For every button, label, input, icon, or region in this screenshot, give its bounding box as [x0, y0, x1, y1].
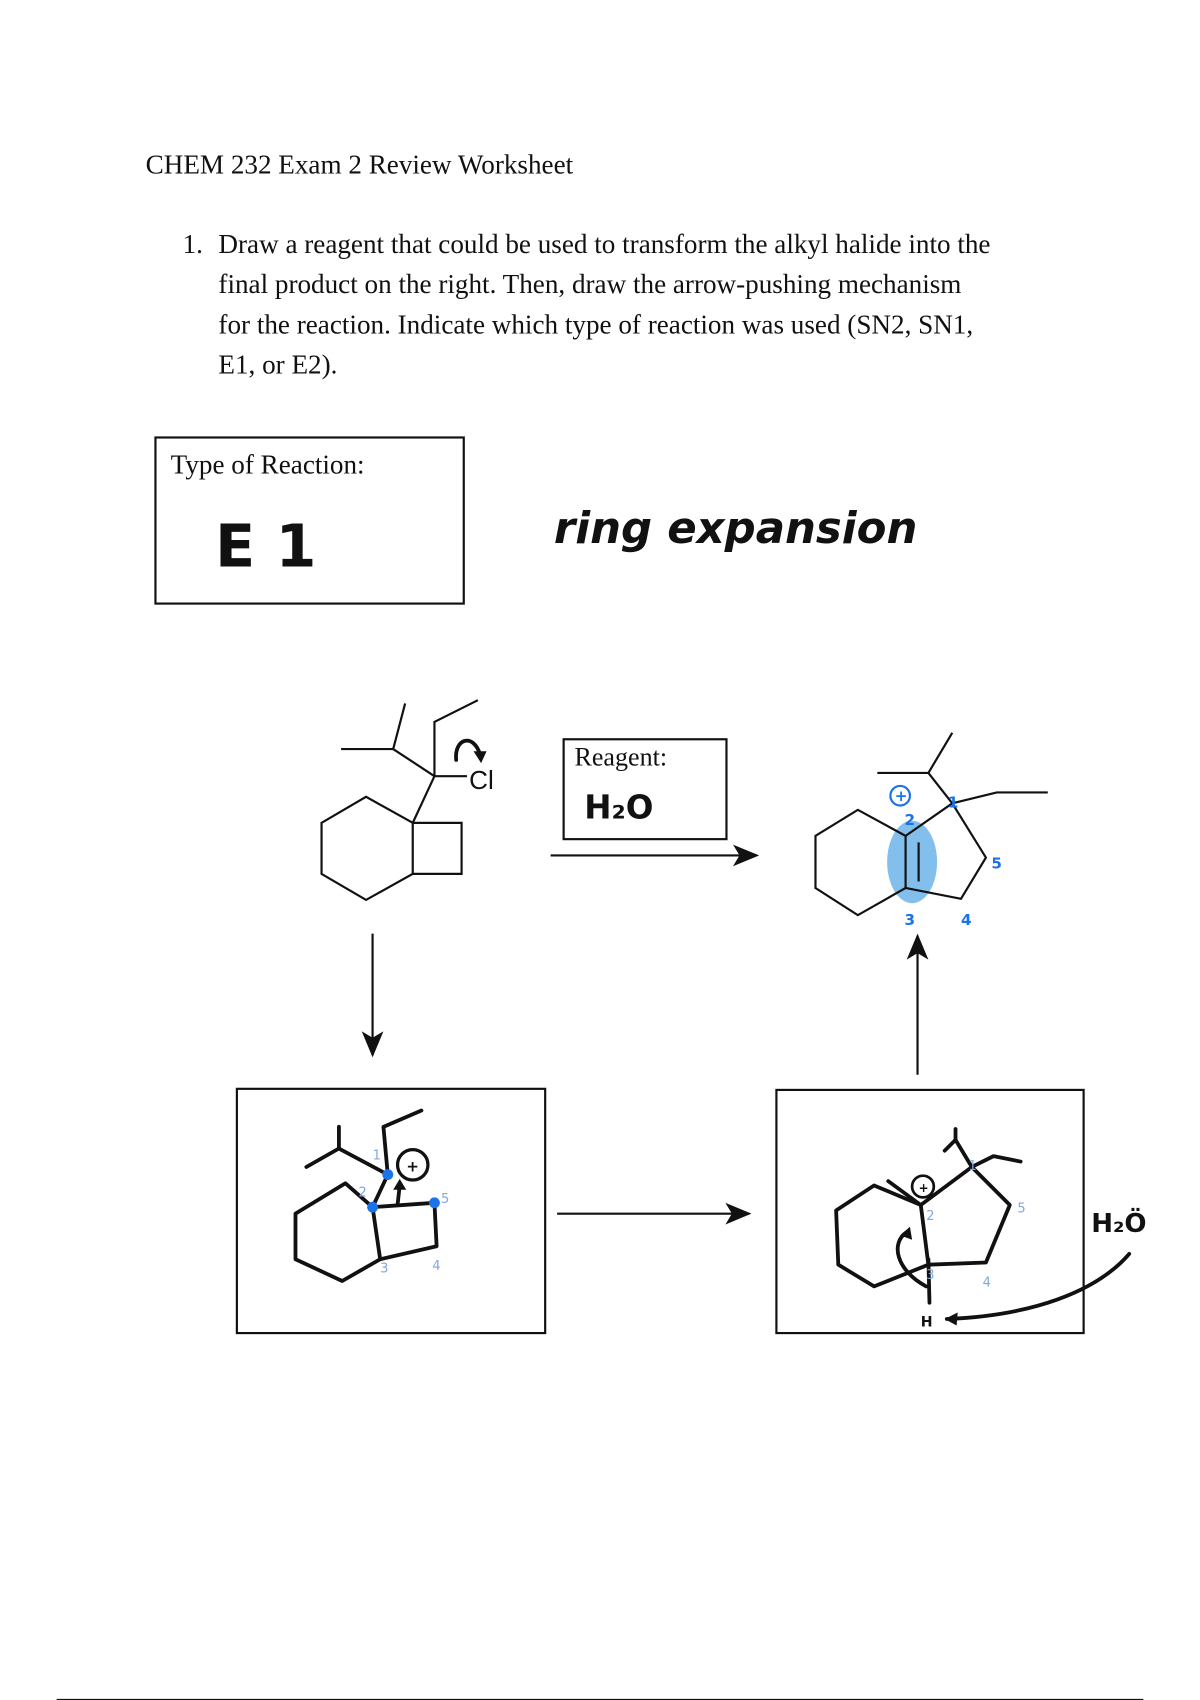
intermediate-1-number: 2: [358, 1185, 366, 1200]
intermediate-1-number: 1: [373, 1148, 381, 1163]
water-base-label: H₂Ö: [1091, 1206, 1146, 1239]
intermediate-2-number: 1: [969, 1159, 977, 1174]
product-number: 2: [905, 811, 916, 829]
intermediate-1-box: + 1 2 3 4 5: [235, 1087, 547, 1335]
product-number: 1: [948, 794, 959, 812]
product-structure: + 1 2 3 4 5: [814, 732, 1048, 929]
chlorine-label: Cl: [469, 765, 494, 795]
product-number: 4: [961, 911, 972, 929]
type-of-reaction-answer: E 1: [215, 513, 316, 581]
starting-material-structure: Cl: [320, 699, 494, 902]
double-bond-highlight: [887, 820, 938, 904]
question-line: for the reaction. Indicate which type of…: [218, 309, 973, 339]
handwritten-note: ring expansion: [554, 504, 918, 554]
type-of-reaction-box: Type of Reaction: E 1: [154, 436, 465, 605]
product-number: 3: [905, 911, 916, 929]
intermediate-2-number: 3: [926, 1268, 934, 1283]
type-of-reaction-label: Type of Reaction:: [171, 449, 365, 479]
reagent-box: Reagent: H₂O: [562, 738, 728, 841]
intermediate-1-number: 4: [432, 1259, 440, 1274]
proton-label: H: [921, 1315, 933, 1331]
product-charge: +: [895, 787, 908, 805]
intermediate-2-number: 5: [1017, 1202, 1025, 1217]
question-line: E1, or E2).: [218, 349, 337, 379]
intermediate-2-charge: +: [919, 1181, 929, 1195]
intermediate-2-number: 4: [983, 1275, 991, 1290]
worksheet-title: CHEM 232 Exam 2 Review Worksheet: [146, 150, 574, 180]
intermediate-1-number: 3: [380, 1261, 388, 1276]
reagent-label: Reagent:: [574, 742, 667, 771]
product-number: 5: [991, 854, 1002, 872]
question-line: Draw a reagent that could be used to tra…: [218, 229, 990, 259]
intermediate-1-number: 5: [441, 1192, 449, 1207]
intermediate-2-box: + H H₂Ö 1 2 3 4 5: [775, 1088, 1147, 1335]
intermediate-1-charge: +: [406, 1157, 419, 1175]
question-line: final product on the right. Then, draw t…: [218, 269, 961, 299]
intermediate-2-number: 2: [926, 1209, 934, 1224]
question-number: 1.: [183, 229, 203, 259]
curved-arrow-icon: [454, 738, 482, 762]
reagent-answer: H₂O: [584, 789, 653, 827]
